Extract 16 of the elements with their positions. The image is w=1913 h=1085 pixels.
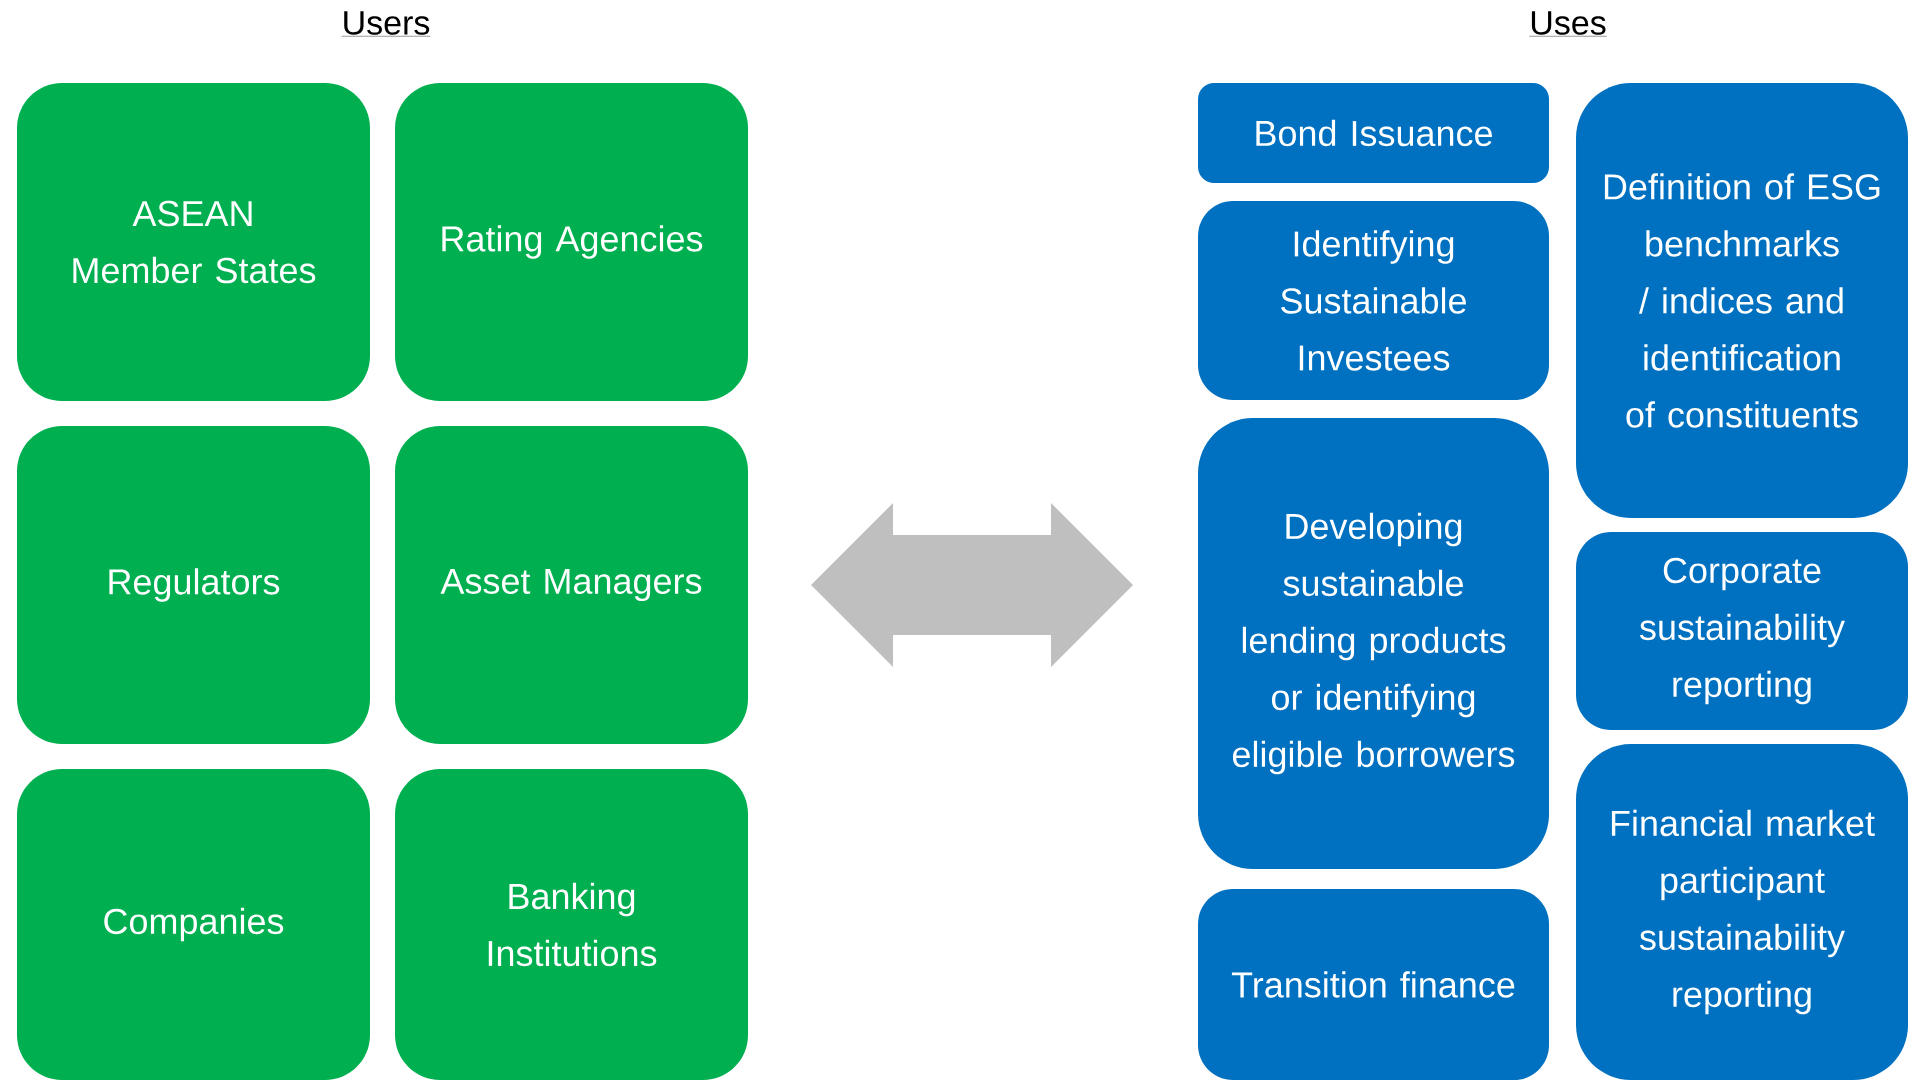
use-box: Identifying Sustainable Investees <box>1198 201 1549 400</box>
user-box: ASEAN Member States <box>17 83 370 401</box>
double-arrow <box>811 503 1133 667</box>
column-heading: Uses <box>1529 11 1607 37</box>
use-box: Definition of ESG benchmarks / indices and identification of constituents <box>1576 83 1908 518</box>
user-box: Regulators <box>17 426 370 744</box>
column-heading: Users <box>341 11 431 37</box>
use-box: Bond Issuance <box>1198 83 1549 183</box>
user-box: Companies <box>17 769 370 1080</box>
user-box: Rating Agencies <box>395 83 748 401</box>
use-box: Transition finance <box>1198 889 1549 1080</box>
user-box: Banking Institutions <box>395 769 748 1080</box>
user-box: Asset Managers <box>395 426 748 744</box>
use-box: Financial market participant sustainability reporting <box>1576 744 1908 1080</box>
use-box: Corporate sustainability reporting <box>1576 532 1908 730</box>
use-box: Developing sustainable lending products or identifying eligible borrowers <box>1198 418 1549 869</box>
